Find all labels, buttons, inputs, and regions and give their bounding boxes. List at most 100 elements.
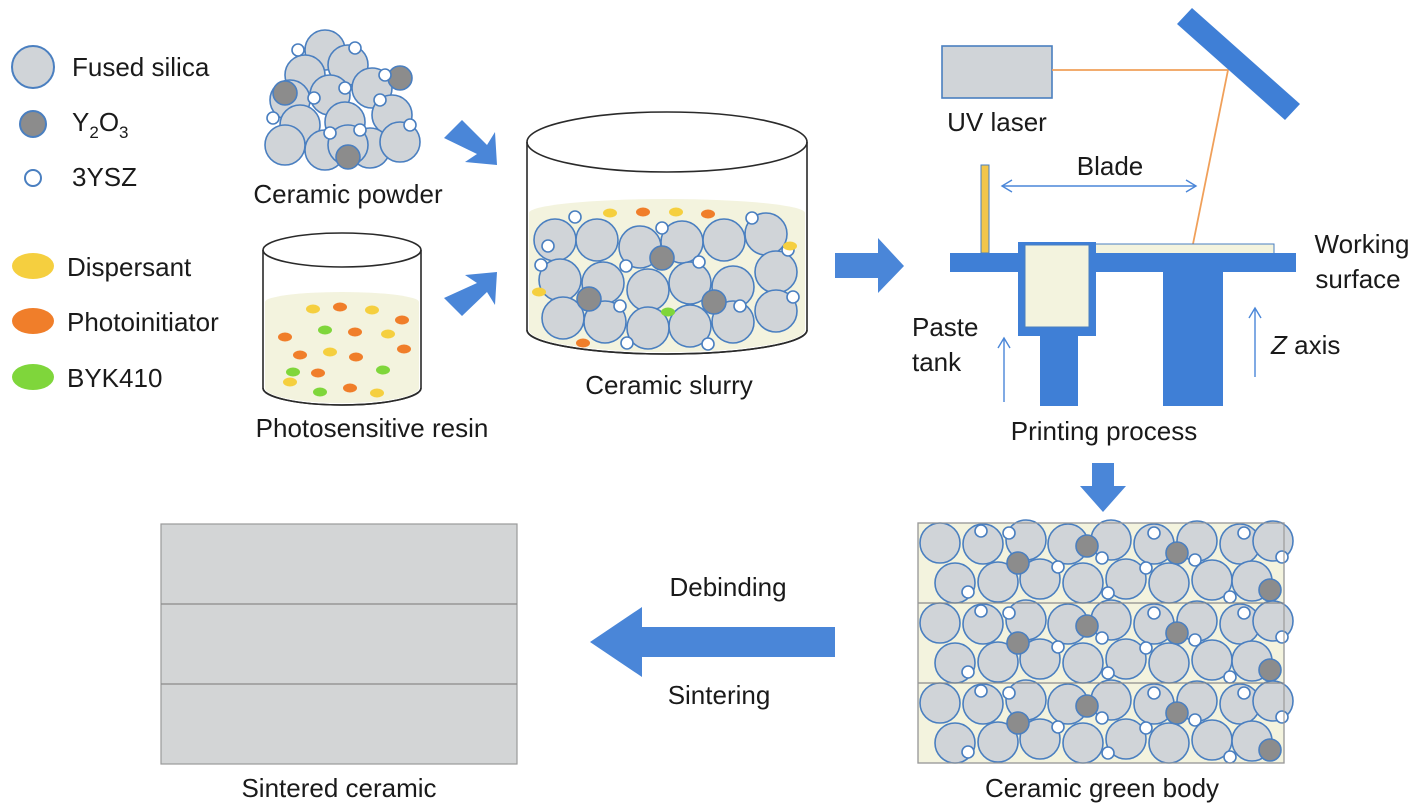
paste-tank-inner	[1024, 244, 1090, 328]
y2o3-legend-label: Y2O3	[72, 107, 129, 142]
ysz-particle	[541, 239, 555, 253]
uv-laser-box	[941, 45, 1053, 99]
photoinitiator-dot	[278, 332, 292, 342]
silica-particle	[977, 721, 1019, 763]
ysz-particle	[1223, 590, 1237, 604]
working-surface-label-line2: surface	[1315, 264, 1400, 294]
ysz-particle	[1095, 551, 1109, 565]
ysz-particle	[1275, 630, 1289, 644]
ysz-particle	[961, 585, 975, 599]
silica-particle	[977, 641, 1019, 683]
ceramic-green-body	[917, 519, 1294, 764]
silica-particle	[1019, 558, 1061, 600]
blade	[980, 164, 990, 254]
silica-particle	[754, 289, 798, 333]
silica-particle	[668, 261, 712, 305]
ysz-particle	[1147, 606, 1161, 620]
photoinitiator-dot	[293, 350, 307, 360]
ysz-particle	[403, 118, 417, 132]
photoinitiator-dot	[395, 315, 409, 325]
ysz-particle	[1002, 606, 1016, 620]
debinding-sintering-arrow	[590, 607, 835, 677]
ysz-particle	[534, 258, 548, 272]
resin-liquid	[265, 292, 419, 403]
y2o3-particle	[387, 65, 413, 91]
sintering-label: Sintering	[668, 680, 771, 710]
ysz-particle	[1275, 550, 1289, 564]
byk410-legend-icon	[12, 364, 54, 390]
y2o3-legend-icon	[19, 110, 47, 138]
dispersant-dot	[783, 241, 797, 251]
silica-particle	[1148, 562, 1190, 604]
y2o3-particle	[1165, 621, 1189, 645]
photoinitiator-dot	[333, 302, 347, 312]
ysz-particle	[1002, 526, 1016, 540]
ysz-particle	[1147, 526, 1161, 540]
y2o3-particle	[1258, 578, 1282, 602]
byk410-legend-label: BYK410	[67, 363, 162, 393]
ysz-particle	[1101, 586, 1115, 600]
ceramic-green-body-label: Ceramic green body	[985, 773, 1219, 803]
y2o3-particle	[1075, 534, 1099, 558]
byk410-dot	[376, 365, 390, 375]
silica-particle	[1062, 562, 1104, 604]
y2o3-particle	[1165, 541, 1189, 565]
ysz-particle	[1139, 721, 1153, 735]
photoinitiator-dot	[576, 338, 590, 348]
y2o3-particle	[272, 80, 298, 106]
dispersant-dot	[532, 287, 546, 297]
ysz-particle	[323, 126, 337, 140]
ysz-particle	[974, 684, 988, 698]
ysz-particle	[1139, 641, 1153, 655]
photoinitiator-legend-label: Photoinitiator	[67, 307, 219, 337]
printing-process-label: Printing process	[1011, 416, 1197, 446]
printed-layer	[1089, 243, 1275, 255]
ysz-particle	[1223, 750, 1237, 764]
3ysz-legend-label: 3YSZ	[72, 162, 137, 192]
photoinitiator-dot	[348, 327, 362, 337]
silica-particle	[626, 268, 670, 312]
ysz-particle	[613, 299, 627, 313]
ysz-particle	[1095, 711, 1109, 725]
silica-particle	[379, 121, 421, 163]
blade-label: Blade	[1077, 151, 1144, 181]
byk410-dot	[661, 307, 675, 317]
fused-silica-legend-label: Fused silica	[72, 52, 210, 82]
ceramic-slurry-label: Ceramic slurry	[585, 370, 753, 400]
dispersant-legend-label: Dispersant	[67, 252, 192, 282]
y2o3-particle	[1006, 711, 1030, 735]
silica-particle	[1105, 718, 1147, 760]
paste-tank-label-line1: Paste	[912, 312, 979, 342]
dispersant-dot	[283, 377, 297, 387]
resin-to-slurry-arrow	[444, 272, 497, 316]
ceramic-powder-label: Ceramic powder	[253, 179, 443, 209]
paste-tank-label-line2: tank	[912, 347, 962, 377]
photoinitiator-dot	[701, 209, 715, 219]
ysz-particle	[961, 745, 975, 759]
ysz-particle	[961, 665, 975, 679]
ysz-particle	[1188, 633, 1202, 647]
silica-particle	[1019, 718, 1061, 760]
photoinitiator-dot	[311, 368, 325, 378]
printing-machine	[941, 8, 1300, 406]
silica-particle	[919, 522, 961, 564]
y2o3-particle	[1006, 631, 1030, 655]
ysz-particle	[974, 524, 988, 538]
y2o3-particle	[1075, 614, 1099, 638]
byk410-dot	[313, 387, 327, 397]
debinding-label: Debinding	[669, 572, 786, 602]
y2o3-particle	[649, 245, 675, 271]
ysz-particle	[1051, 720, 1065, 734]
byk410-dot	[286, 367, 300, 377]
dispersant-dot	[306, 304, 320, 314]
photoinitiator-legend-icon	[12, 308, 54, 334]
byk410-dot	[318, 325, 332, 335]
y2o3-particle	[1006, 551, 1030, 575]
slurry-beaker	[526, 111, 808, 355]
working-surface	[950, 253, 1296, 272]
dispersant-dot	[365, 305, 379, 315]
ysz-particle	[568, 210, 582, 224]
silica-particle	[583, 300, 627, 344]
silica-particle	[962, 603, 1004, 645]
y2o3-particle	[1258, 658, 1282, 682]
